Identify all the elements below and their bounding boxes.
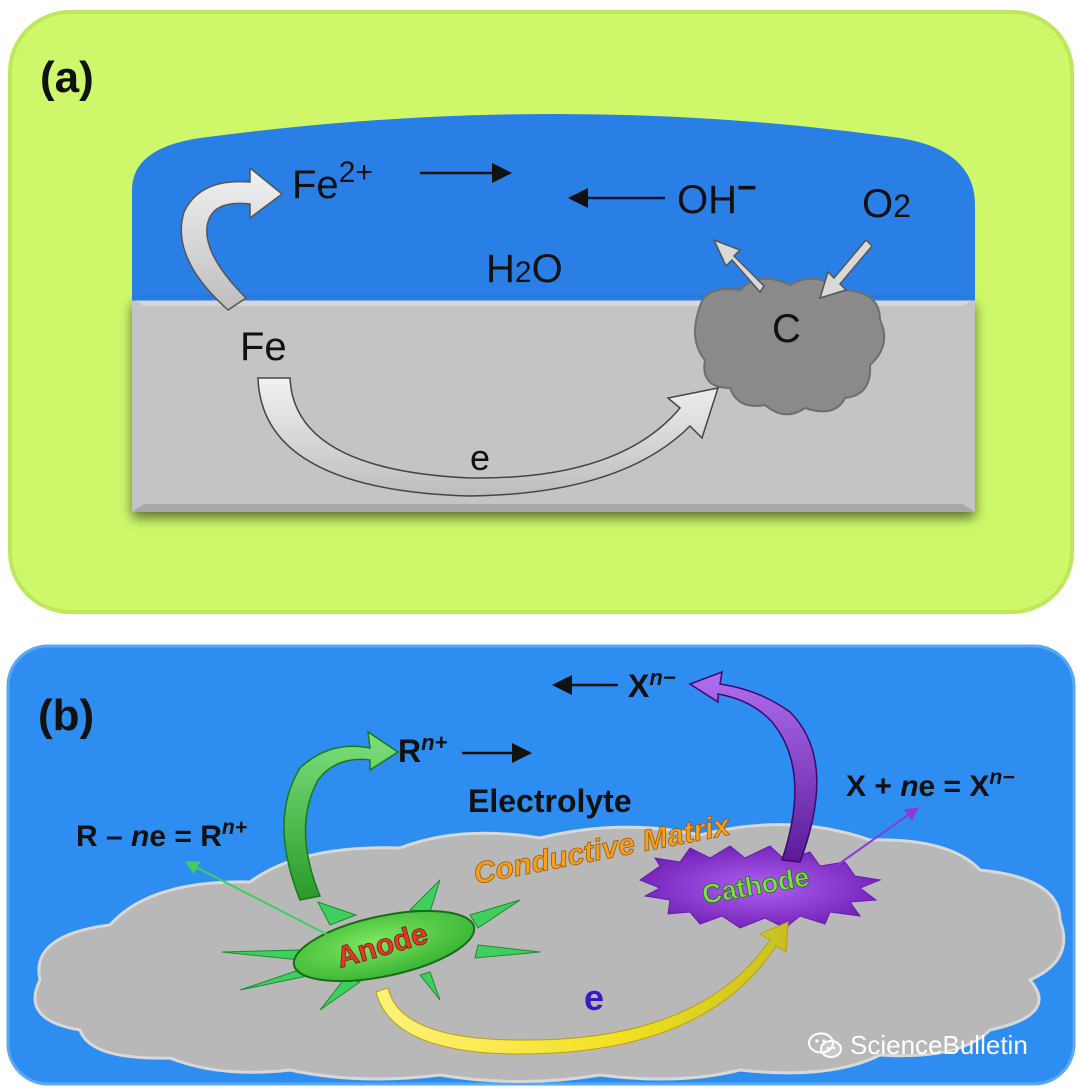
panel-a-label: (a) (40, 53, 94, 102)
panel-b: (b) Xn− Rn+ (8, 646, 1074, 1084)
carbon-label: C (772, 307, 801, 351)
wechat-icon (808, 1032, 842, 1060)
panel-a: (a) Fe2+ OH− O2 H2O Fe C e (10, 12, 1072, 612)
watermark-text: ScienceBulletin (850, 1030, 1028, 1061)
electrolyte-label: Electrolyte (468, 783, 632, 819)
watermark: ScienceBulletin (808, 1030, 1028, 1061)
electron-label-b: e (584, 977, 604, 1018)
panel-b-label: (b) (38, 691, 94, 740)
oxygen-label: O2 (862, 182, 911, 226)
cathode-equation: X + ne = Xn− (846, 766, 1015, 803)
electron-label-a: e (470, 437, 490, 478)
iron-label: Fe (240, 325, 287, 369)
anode-equation: R – ne = Rn+ (76, 816, 247, 853)
